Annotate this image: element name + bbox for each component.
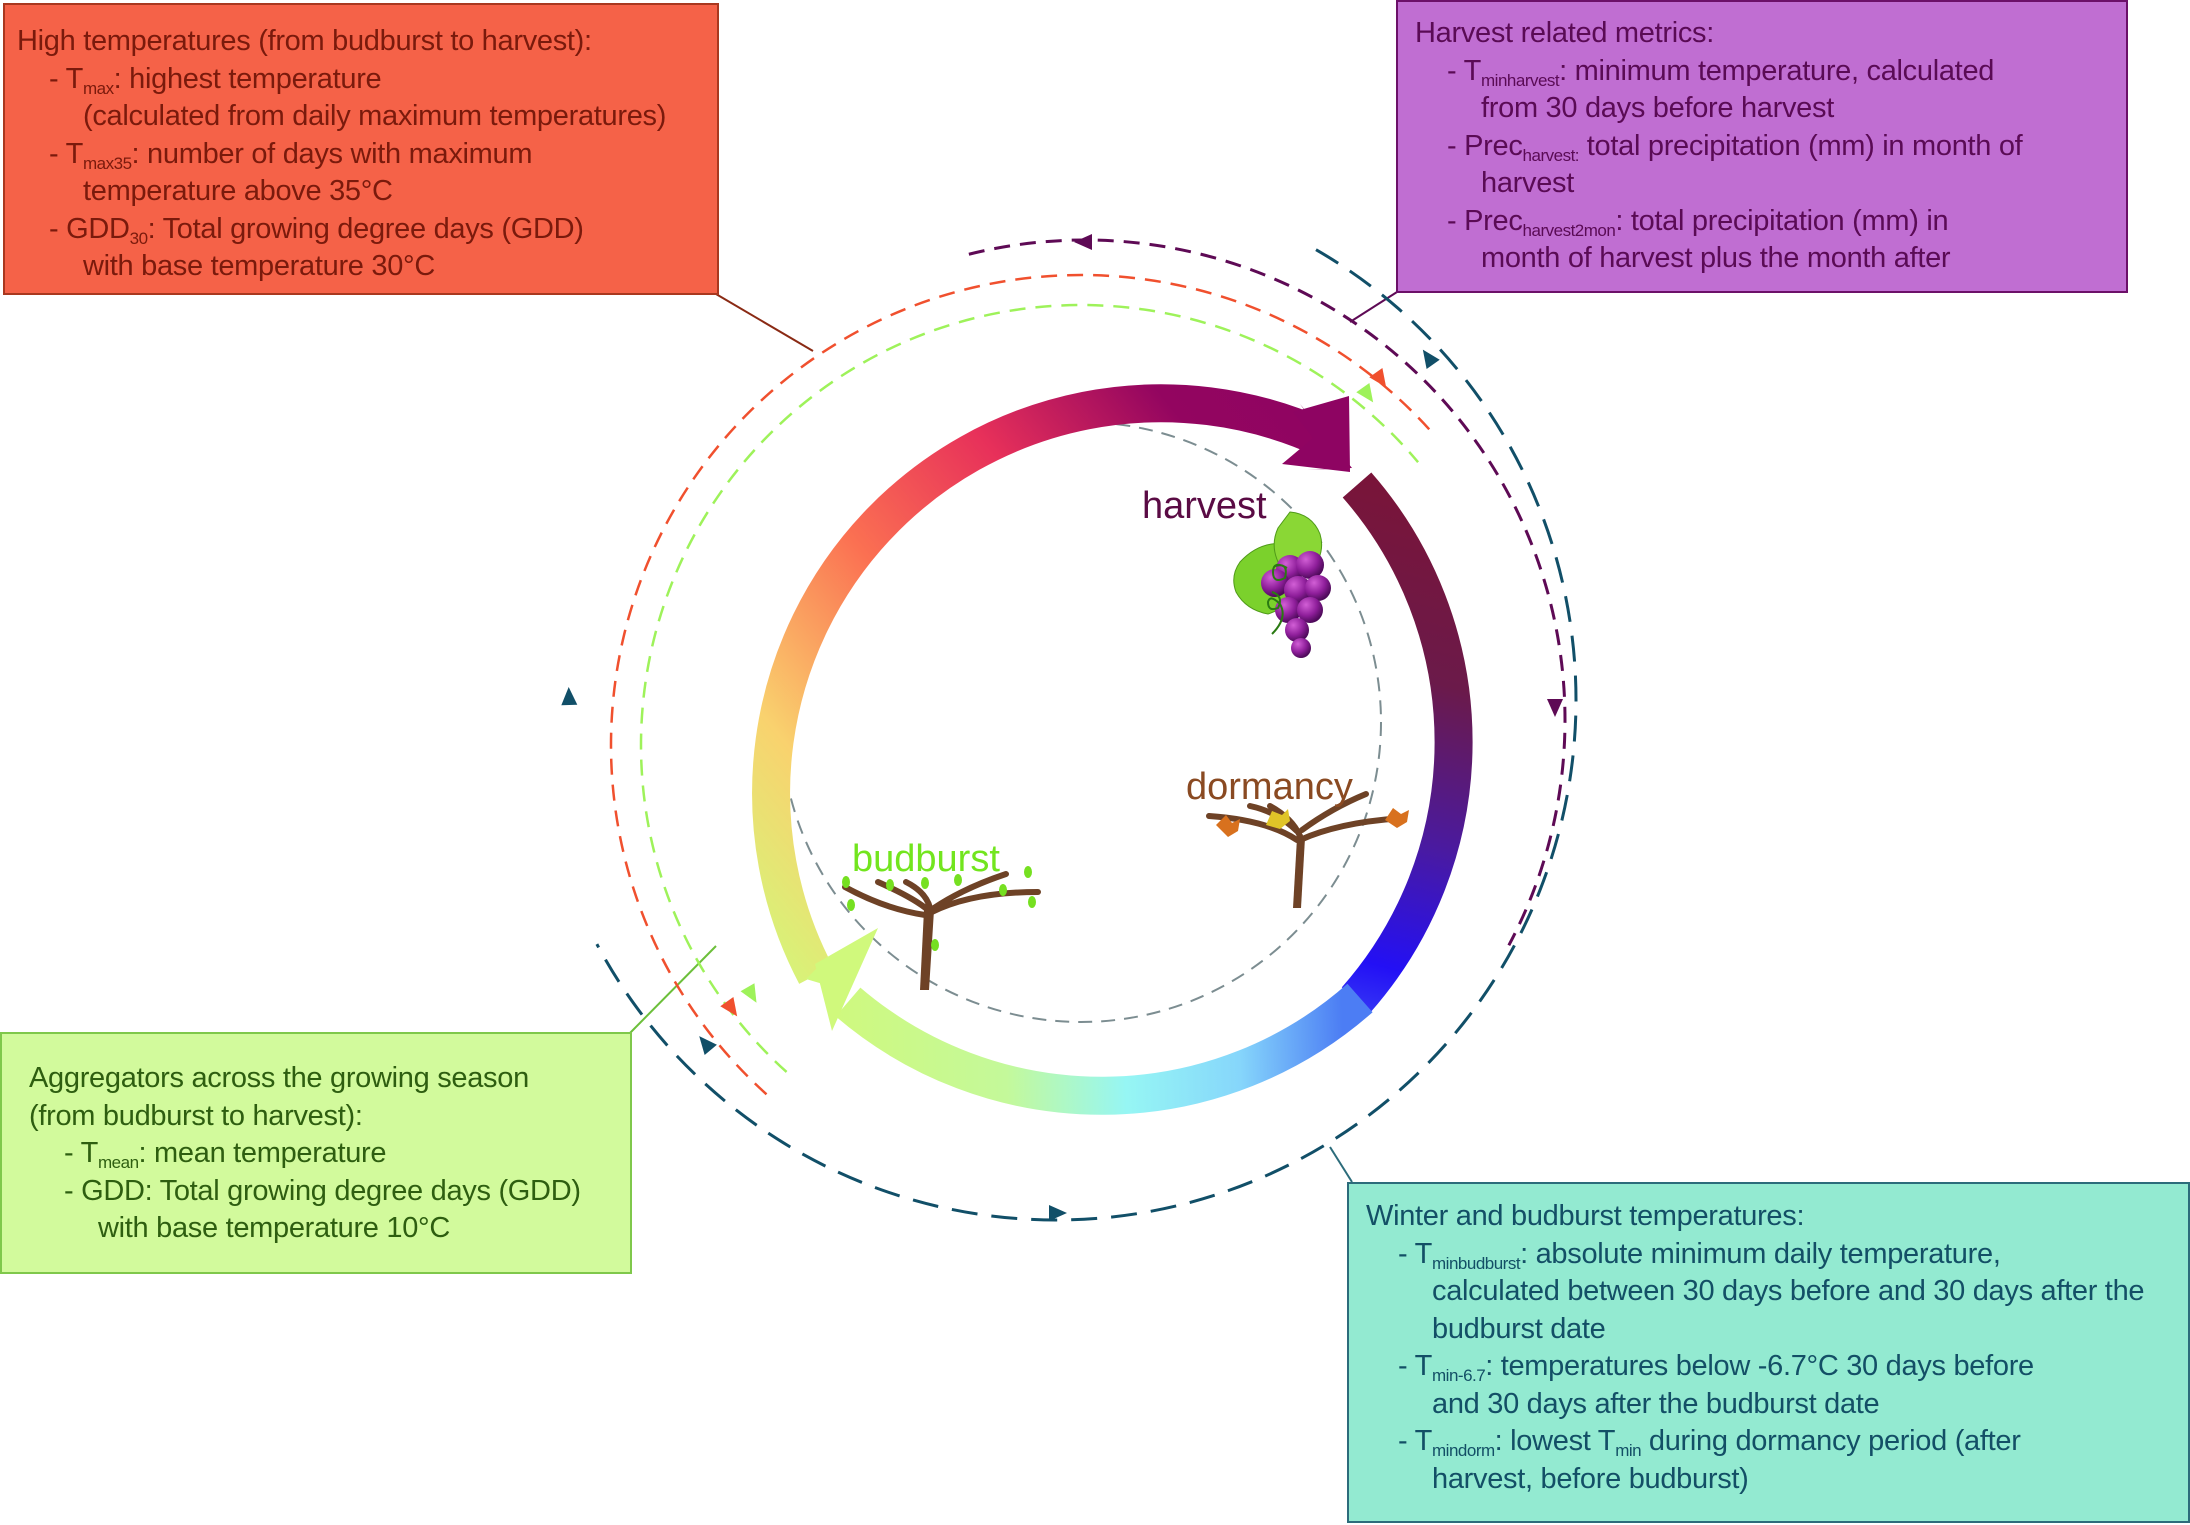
grape-cluster-icon — [1233, 511, 1331, 658]
aggregators-box: Aggregators across the growing season (f… — [0, 1032, 632, 1274]
metric-tmean: - Tmean: mean temperature — [64, 1137, 387, 1172]
box-title-line2: (from budburst to harvest): — [29, 1099, 363, 1132]
harvest-period-arc-line — [968, 238, 1567, 947]
metric-tmax: - Tmax: highest temperature(calculated f… — [49, 62, 667, 133]
box-title: Winter and budburst temperatures: — [1366, 1200, 1805, 1232]
winter-period-arc-line — [595, 248, 1578, 1222]
budburst-vine-icon — [842, 866, 1041, 990]
cycle-arrow-top — [752, 384, 1352, 984]
aggregators-arc-arrowhead-start-icon — [740, 983, 757, 1003]
connector-aggregators — [629, 945, 717, 1034]
harvest-period-arc — [968, 238, 1567, 947]
high-temperatures-period-arc-line — [609, 273, 1432, 1096]
cycle-arrow-bottom — [806, 928, 1373, 1115]
winter-arc-arrowhead-top-right-icon — [1422, 349, 1440, 369]
high-temperatures-box: High temperatures (from budburst to harv… — [3, 3, 719, 295]
dormant-vine-icon — [1206, 791, 1409, 908]
winter-arc-arrowhead-bottom-icon — [1049, 1205, 1067, 1221]
connector-harvest — [1349, 291, 1398, 323]
winter-budburst-box: Winter and budburst temperatures: - Tmin… — [1347, 1182, 2190, 1523]
box-title-line1: Aggregators across the growing season — [29, 1062, 529, 1094]
aggregators-arc-arrowhead-end-icon — [1356, 383, 1374, 403]
stage-label-budburst: budburst — [852, 838, 1000, 880]
connector-winter — [1329, 1146, 1353, 1183]
metric-gdd: - GDD: Total growing degree days (GDD)wi… — [64, 1174, 581, 1245]
metric-gdd30: - GDD30: Total growing degree days (GDD)… — [49, 212, 584, 283]
high-arc-arrowhead-start-icon — [720, 997, 738, 1017]
high-temperatures-period-arc — [609, 273, 1432, 1096]
box-title: High temperatures (from budburst to harv… — [17, 25, 592, 57]
cycle-arrow-right — [1341, 472, 1473, 1013]
metric-prec-harvest2mon: - Precharvest2mon: total precipitation (… — [1447, 204, 1951, 275]
harvest-arc-arrowhead-down-icon — [1547, 699, 1563, 717]
box-title: Harvest related metrics: — [1415, 17, 1714, 49]
winter-period-arc — [595, 248, 1578, 1222]
winter-arc-arrowhead-up-left-icon — [561, 687, 578, 706]
high-arc-arrowhead-end-icon — [1369, 368, 1387, 388]
harvest-arc-arrowhead-left-icon — [1074, 234, 1092, 250]
metric-tminharvest: - Tminharvest: minimum temperature, calc… — [1447, 54, 1995, 125]
winter-arc-arrowhead-mid-icon — [699, 1036, 717, 1056]
stage-label-harvest: harvest — [1142, 485, 1267, 527]
metric-tmindorm: - Tmindorm: lowest Tmin during dormancy … — [1398, 1425, 2021, 1495]
metric-prec-harvest: - Precharvest: total precipitation (mm) … — [1447, 129, 2023, 200]
metric-tmin-6-7: - Tmin-6.7: temperatures below -6.7°C 30… — [1398, 1350, 2034, 1420]
harvest-metrics-box: Harvest related metrics: - Tminharvest: … — [1396, 0, 2128, 293]
stage-label-dormancy: dormancy — [1186, 766, 1353, 808]
metric-tminbudburst: - Tminbudburst: absolute minimum daily t… — [1398, 1237, 2145, 1345]
connector-high — [715, 293, 814, 352]
